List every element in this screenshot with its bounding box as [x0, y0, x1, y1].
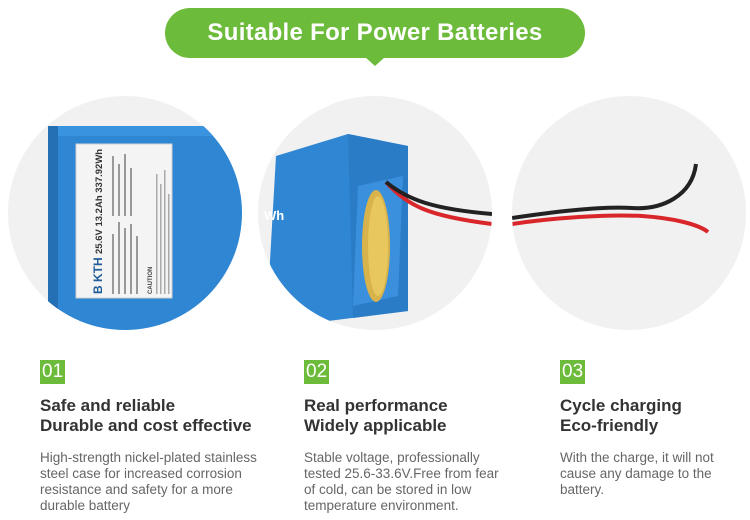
battery-front-graphic: B KTH 25.6V 13.2Ah 337.92Wh CAUTION	[48, 126, 242, 330]
feature-safe-reliable: 01 Safe and reliable Durable and cost ef…	[40, 360, 280, 514]
feature-cycle-charging: 03 Cycle charging Eco-friendly With the …	[560, 360, 750, 498]
feature-title: Safe and reliable	[40, 396, 176, 415]
feature-description: High-strength nickel-plated stainless st…	[40, 450, 257, 513]
feature-subtitle: Eco-friendly	[560, 416, 659, 435]
wires-graphic	[512, 163, 710, 234]
banner-title: Suitable For Power Batteries	[207, 19, 543, 46]
battery-side-image: Wh	[258, 96, 492, 330]
feature-title: Cycle charging	[560, 396, 682, 415]
battery-brand: B KTH	[91, 257, 105, 294]
feature-number: 01	[40, 360, 66, 384]
wires-image	[512, 96, 746, 330]
feature-number: 03	[560, 360, 586, 384]
feature-subtitle: Durable and cost effective	[40, 416, 252, 435]
feature-subtitle: Widely applicable	[304, 416, 447, 435]
feature-description: With the charge, it will not cause any d…	[560, 450, 714, 497]
battery-side-text: Wh	[264, 208, 284, 223]
battery-label-image: B KTH 25.6V 13.2Ah 337.92Wh CAUTION	[8, 96, 242, 330]
title-banner: Suitable For Power Batteries	[165, 8, 585, 66]
feature-title: Real performance	[304, 396, 448, 415]
battery-side-graphic: Wh	[264, 134, 492, 326]
battery-caution: CAUTION	[148, 267, 154, 294]
battery-spec: 25.6V 13.2Ah 337.92Wh	[94, 149, 105, 254]
feature-description: Stable voltage, professionally tested 25…	[304, 450, 499, 513]
feature-number: 02	[304, 360, 330, 384]
feature-real-performance: 02 Real performance Widely applicable St…	[304, 360, 544, 514]
